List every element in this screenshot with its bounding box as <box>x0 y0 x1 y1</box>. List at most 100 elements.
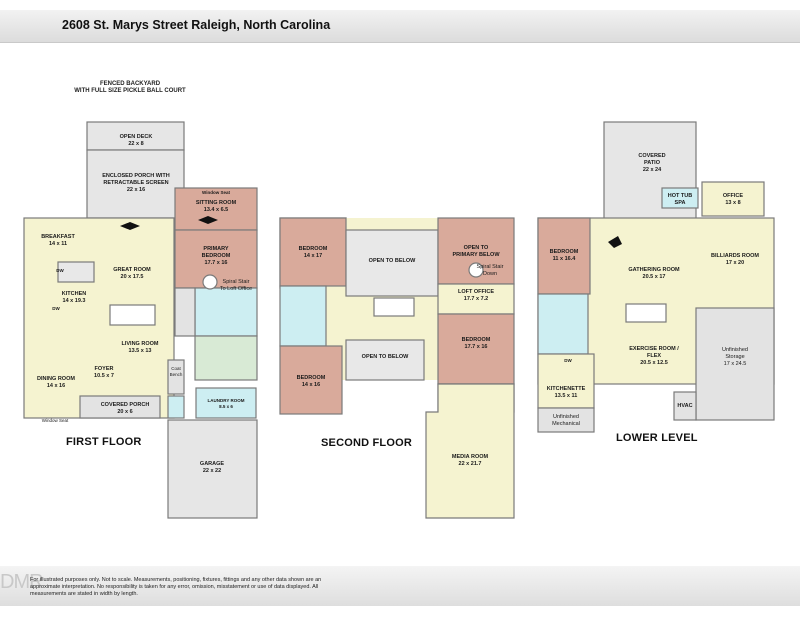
bedroom-b-dims: 17.7 x 16 <box>465 344 488 350</box>
open-below-b <box>345 339 425 381</box>
window-seat-bottom: Window Seat <box>42 418 69 423</box>
lower-bedroom-dims: 11 x 16.4 <box>553 256 577 262</box>
backyard-note-line-2: WITH FULL SIZE PICKLE BALL COURT <box>74 88 186 94</box>
lower-bedroom-name: BEDROOM <box>550 249 579 255</box>
open-deck-name: OPEN DECK <box>120 134 153 140</box>
open-below-b-name: OPEN TO BELOW <box>362 354 409 360</box>
living-room-dims: 13.5 x 13 <box>129 348 152 354</box>
window-seat-top: Window Seat <box>202 190 230 195</box>
covered-patio-dims: 22 x 24 <box>643 167 662 173</box>
laundry-room-dims: 8.5 x 6 <box>219 404 233 409</box>
sitting-room-dims: 13.4 x 6.5 <box>204 207 228 213</box>
bedroom-c-name: BEDROOM <box>297 375 326 381</box>
spiral-down-2: Down <box>483 271 497 277</box>
primary-bedroom-dims: 17.7 x 16 <box>205 260 228 266</box>
hvac <box>673 391 697 421</box>
open-below-a <box>345 229 439 297</box>
garage-name: GARAGE <box>200 461 224 467</box>
media-room-name: MEDIA ROOM <box>452 454 489 460</box>
stair-first <box>109 304 156 326</box>
spiral-stair-2: To Loft Office <box>220 286 252 292</box>
garage <box>167 419 258 519</box>
disclaimer: For illustrated purposes only. Not to sc… <box>30 577 322 597</box>
bedroom-a-name: BEDROOM <box>299 246 328 252</box>
billiards-room-name: BILLIARDS ROOM <box>711 253 759 259</box>
office-name: OFFICE <box>723 193 743 199</box>
open-below-a-name: OPEN TO BELOW <box>369 258 416 264</box>
coat-bench-1: Coat <box>171 366 181 371</box>
spiral-down-1: Spiral Stair <box>477 264 504 270</box>
media-room <box>425 383 515 519</box>
garage-dims: 22 x 22 <box>203 468 221 474</box>
covered-porch-dims: 20 x 6 <box>117 409 132 415</box>
dining-room-dims: 14 x 16 <box>47 383 65 389</box>
unfinished-storage-dims: 17 x 24.5 <box>724 361 747 367</box>
bedroom-b-name: BEDROOM <box>462 337 491 343</box>
dw-2: DW <box>52 306 60 311</box>
open-primary-1: OPEN TO <box>464 245 489 251</box>
loft-office <box>437 283 515 315</box>
spiral-stair-1: Spiral Stair <box>223 279 250 285</box>
gathering-room-dims: 20.5 x 17 <box>643 274 666 280</box>
mechanical-2: Mechanical <box>552 421 580 427</box>
primary-bath <box>194 287 258 337</box>
coat-bench-area <box>167 359 185 395</box>
covered-porch-name: COVERED PORCH <box>101 402 150 408</box>
closet <box>174 287 196 337</box>
watermark: DMR <box>0 571 44 593</box>
great-room-dims: 20 x 17.5 <box>121 274 144 280</box>
exercise-room-1: EXERCISE ROOM / <box>629 346 679 352</box>
kitchenette-name: KITCHENETTE <box>547 386 586 392</box>
laundry <box>195 387 257 419</box>
lower-level-label: LOWER LEVEL <box>616 432 698 444</box>
gathering-room-name: GATHERING ROOM <box>628 267 680 273</box>
hot-tub-1: HOT TUB <box>668 193 692 199</box>
dining-room-name: DINING ROOM <box>37 376 75 382</box>
backyard-note-line-1: FENCED BACKYARD <box>99 81 161 87</box>
enclosed-porch-name-2: RETRACTABLE SCREEN <box>103 180 168 186</box>
kitchenette <box>537 353 595 409</box>
office <box>701 181 765 217</box>
bedroom-a-dims: 14 x 17 <box>304 253 322 259</box>
lower-bedroom <box>537 217 591 295</box>
second-floor-label: SECOND FLOOR <box>321 437 413 449</box>
foyer-dims: 10.5 x 7 <box>94 373 114 379</box>
powder-room <box>167 395 185 419</box>
hall-area <box>194 335 258 381</box>
living-room-name: LIVING ROOM <box>122 341 159 347</box>
dw-1: DW <box>56 268 64 273</box>
open-deck <box>86 121 185 151</box>
sitting-room-name: SITTING ROOM <box>196 200 237 206</box>
property-address: 2608 St. Marys Street Raleigh, North Car… <box>62 18 331 32</box>
loft-office-name: LOFT OFFICE <box>458 289 494 295</box>
open-deck-dims: 22 x 8 <box>128 141 143 147</box>
breakfast-dims: 14 x 11 <box>49 241 67 247</box>
laundry-room-name: LAUNDRY ROOM <box>208 398 245 403</box>
bedroom-c <box>279 345 343 415</box>
kitchen-name: KITCHEN <box>62 291 86 297</box>
foyer-name: FOYER <box>95 366 114 372</box>
breakfast-name: BREAKFAST <box>41 234 75 240</box>
primary-bedroom-name-2: BEDROOM <box>202 253 231 259</box>
unfinished-storage-1: Unfinished <box>722 347 748 353</box>
kitchen-dims: 14 x 19.3 <box>63 298 86 304</box>
sitting-room <box>174 187 258 231</box>
covered-porch <box>79 395 161 419</box>
open-primary-2: PRIMARY BELOW <box>452 252 500 258</box>
exercise-room-2: FLEX <box>647 353 661 359</box>
office-dims: 13 x 8 <box>725 200 740 206</box>
enclosed-porch-name-1: ENCLOSED PORCH WITH <box>102 173 170 179</box>
spiral-stair-first <box>202 274 218 290</box>
kitchenette-dims: 13.5 x 11 <box>555 393 578 399</box>
mechanical <box>537 407 595 433</box>
lower-bath <box>537 293 589 355</box>
hot-tub <box>661 187 699 209</box>
unfinished-storage-2: Storage <box>725 354 744 360</box>
bath-second <box>279 285 327 347</box>
great-room-name: GREAT ROOM <box>113 267 151 273</box>
loft-office-dims: 17.7 x 7.2 <box>464 296 488 302</box>
covered-patio-2: PATIO <box>644 160 661 166</box>
covered-patio-1: COVERED <box>638 153 665 159</box>
hot-tub-2: SPA <box>675 200 686 206</box>
